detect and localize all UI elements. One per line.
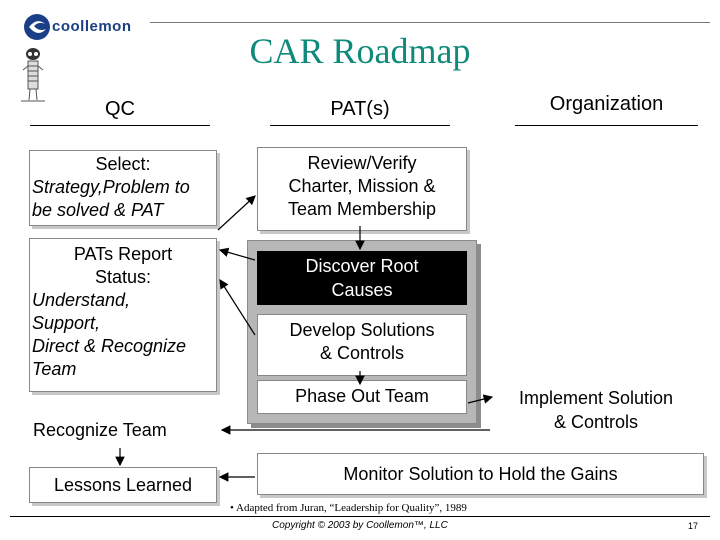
discover-line-1: Discover Root <box>305 256 419 276</box>
discover-line-2: Causes <box>331 280 393 300</box>
page-title: CAR Roadmap <box>249 31 471 71</box>
monitor-label: Monitor Solution to Hold the Gains <box>343 464 618 484</box>
select-title: Select: <box>95 154 151 174</box>
implement-line-1: Implement Solution <box>518 388 674 408</box>
report-body-line-2: Support, <box>32 313 101 333</box>
develop-line-1: Develop Solutions <box>289 320 435 340</box>
develop-line-2: & Controls <box>319 343 405 363</box>
review-line-2: Charter, Mission & <box>288 176 436 196</box>
report-title-line-1: PATs Report <box>73 244 173 264</box>
arrow-discover-to-report <box>218 247 256 261</box>
phase-out-team-box: Phase Out Team <box>257 380 467 414</box>
report-status-box: PATs Report Status: Understand, Support,… <box>29 238 217 392</box>
review-line-3: Team Membership <box>287 199 437 219</box>
report-body-line-3: Direct & Recognize <box>32 336 187 356</box>
column-rule-qc <box>30 125 210 126</box>
implement-solution-box: Implement Solution & Controls <box>492 386 700 434</box>
logo-swirl-icon <box>24 14 50 40</box>
develop-solutions-box: Develop Solutions & Controls <box>257 314 467 376</box>
column-header-pats: PAT(s) <box>330 98 390 120</box>
recognize-team-label: Recognize Team <box>33 420 213 441</box>
page-number: 17 <box>688 521 699 531</box>
phase-out-label: Phase Out Team <box>295 386 429 406</box>
column-header-organization: Organization <box>549 93 664 115</box>
footer-rule <box>10 516 710 517</box>
mascot-icon <box>21 48 45 102</box>
copyright: Copyright © 2003 by Coollemon™, LLC <box>272 520 448 531</box>
review-verify-box: Review/Verify Charter, Mission & Team Me… <box>257 147 467 231</box>
column-rule-pats <box>270 125 450 126</box>
arrow-develop-to-report <box>219 278 256 336</box>
report-body-line-1: Understand, <box>32 290 131 310</box>
column-header-qc: QC <box>105 98 135 120</box>
review-line-1: Review/Verify <box>307 153 417 173</box>
select-body-line-1: Strategy,Problem to <box>32 177 190 197</box>
column-rule-organization <box>515 125 698 126</box>
implement-line-2: & Controls <box>553 412 639 432</box>
report-title-line-2: Status: <box>94 267 152 287</box>
lessons-learned-box: Lessons Learned <box>29 467 217 503</box>
logo-text: coollemon <box>52 18 132 35</box>
report-body-line-4: Team <box>32 359 77 379</box>
lessons-learned-label: Lessons Learned <box>53 475 193 495</box>
select-body-line-2: be solved & PAT <box>32 200 164 220</box>
logo-underline <box>150 22 710 23</box>
arrow-select-to-review <box>217 195 256 231</box>
arrow-phase-out-to-implement <box>467 394 494 404</box>
select-box: Select: Strategy,Problem to be solved & … <box>29 150 217 226</box>
logo: coollemon <box>22 12 142 42</box>
monitor-solution-box: Monitor Solution to Hold the Gains <box>257 453 704 495</box>
footnote: • Adapted from Juran, “Leadership for Qu… <box>230 502 467 514</box>
discover-root-causes-box: Discover Root Causes <box>257 251 467 305</box>
